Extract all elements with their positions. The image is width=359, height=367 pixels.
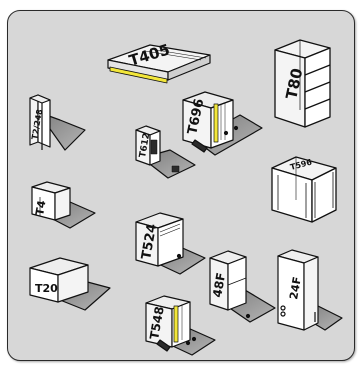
product-t405: T405: [108, 40, 210, 83]
product-t524: T524: [136, 213, 205, 274]
label-t20: T20: [35, 282, 58, 295]
product-48f: 48F: [210, 251, 275, 322]
label-t4: T4: [33, 199, 48, 217]
product-t20: T20: [0, 258, 110, 310]
product-t548: T548: [146, 296, 215, 355]
product-t4: T4: [32, 182, 95, 228]
product-t696: T696: [183, 92, 262, 155]
product-t2-248: T2/248: [30, 95, 85, 150]
product-t80: T80: [275, 40, 330, 127]
product-24f: 24F: [278, 250, 342, 330]
